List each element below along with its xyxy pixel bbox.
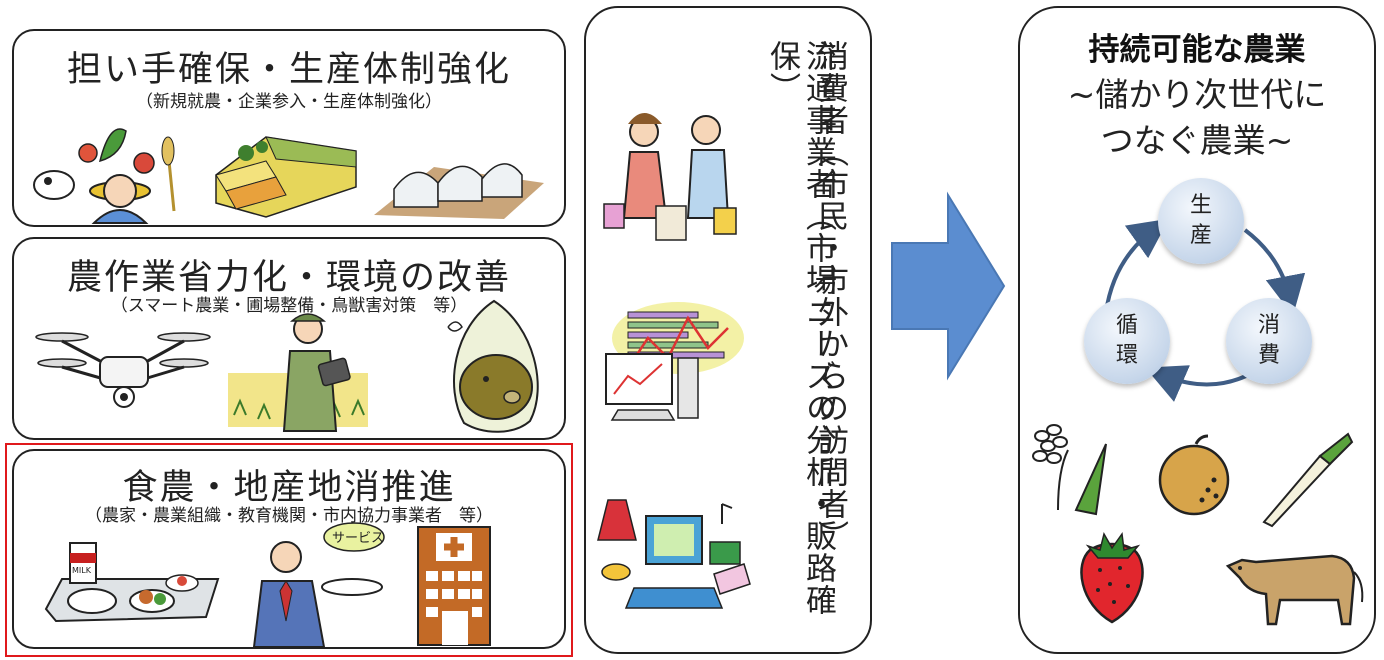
panel-workforce-title: 担い手確保・生産体制強化 [66, 50, 511, 90]
cow-icon [1225, 554, 1364, 626]
farmer-illustration [33, 128, 176, 224]
panel-local-food: 食農・地産地消推進 （農家・農業組織・教育機関・市内協力事業者 等） MILK … [12, 449, 566, 649]
flow-arrow [891, 191, 1006, 381]
drone-illustration [35, 332, 211, 408]
leek-icon [1262, 432, 1354, 528]
sustainable-subtitle-1: ~儲かり次世代に [1067, 75, 1327, 114]
milk-label: MILK [72, 566, 92, 575]
cycle-node-circulation: 循 環 [1084, 298, 1170, 384]
rice-plant-icon [1032, 424, 1107, 516]
sustainable-subtitle-2: つなぐ農業~ [1100, 121, 1294, 160]
strawberry-icon [1080, 532, 1144, 624]
service-sign-text: サービス [332, 531, 384, 546]
cycle-node-consumption: 消 費 [1226, 298, 1312, 384]
panel-workforce: 担い手確保・生産体制強化 （新規就農・企業参入・生産体制強化） [12, 29, 566, 227]
boar-trap-illustration [447, 299, 539, 433]
online-sales-illustration [597, 499, 751, 609]
cycle-node-circulation-line1: 循 [1115, 313, 1138, 338]
school-lunch-tray-illustration: MILK [44, 542, 220, 623]
cycle-node-consumption-line2: 費 [1257, 343, 1280, 368]
farmland-illustration [215, 136, 357, 218]
panel-labor-saving: 農作業省力化・環境の改善 （スマート農業・圃場整備・鳥獣害対策 等） [12, 237, 566, 440]
greenhouse-illustration [374, 163, 544, 219]
cycle-node-production-line2: 産 [1189, 223, 1212, 248]
hospital-illustration [417, 526, 491, 646]
highlight-frame [5, 443, 573, 657]
distributors-text: 流通事業者（市場ニーズの分析・販路確保） [764, 40, 836, 616]
cycle-node-circulation-line2: 環 [1115, 343, 1138, 368]
shoppers-illustration [603, 113, 737, 241]
panel-labor-saving-subtitle: （スマート農業・圃場整備・鳥獣害対策 等） [110, 296, 468, 316]
consumers-text: 消費者（市民・市外からの訪問者） [812, 40, 848, 552]
waiter-illustration: サービス [252, 522, 385, 648]
sustainable-title: 持続可能な農業 [1088, 32, 1306, 68]
panel-consumers-distributors: 消費者（市民・市外からの訪問者） 流通事業者（市場ニーズの分析・販路確保） [584, 6, 872, 654]
panel-sustainable-agriculture: 持続可能な農業 ~儲かり次世代に つなぐ農業~ 生 産 消 費 循 環 [1018, 6, 1376, 654]
panel-local-food-title: 食農・地産地消推進 [122, 468, 456, 508]
pear-icon [1158, 434, 1230, 516]
panel-labor-saving-title: 農作業省力化・環境の改善 [66, 258, 511, 298]
cycle-node-production-line1: 生 [1189, 193, 1212, 218]
market-analysis-illustration [605, 302, 744, 421]
cycle-arrows [1104, 218, 1306, 402]
cycle-node-production: 生 産 [1158, 178, 1244, 264]
worker-tablet-illustration [228, 313, 368, 432]
cycle-node-consumption-line1: 消 [1257, 313, 1280, 338]
panel-local-food-subtitle: （農家・農業組織・教育機関・市内協力事業者 等） [85, 506, 493, 526]
panel-workforce-subtitle: （新規就農・企業参入・生産体制強化） [136, 92, 442, 112]
